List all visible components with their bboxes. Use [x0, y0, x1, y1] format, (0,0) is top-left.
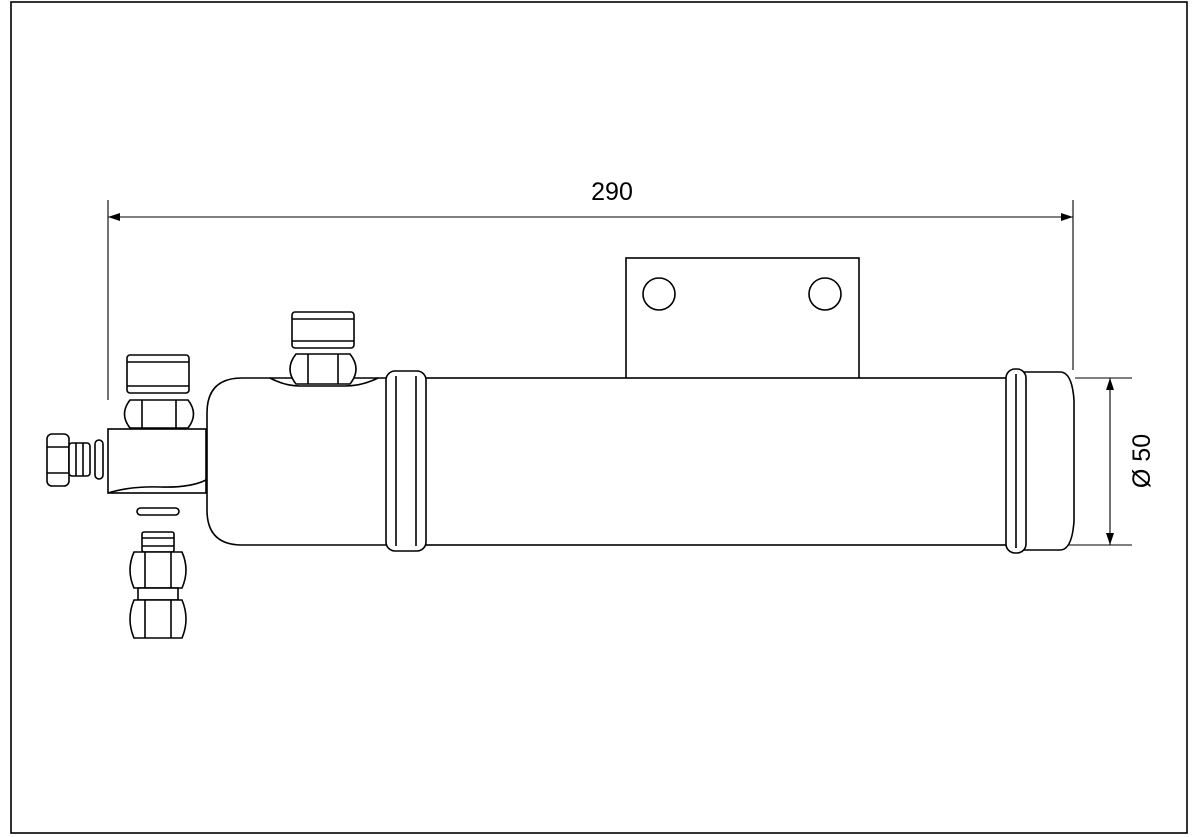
o-ring-bottom: [136, 507, 180, 516]
top-fitting: [289, 311, 357, 385]
upper-fitting: [123, 354, 195, 429]
drawing-frame: [10, 1, 1188, 834]
length-dimension: 290: [107, 178, 1074, 400]
bottom-adapter-fitting: [129, 531, 187, 639]
side-inlet-block: [107, 428, 207, 494]
receiver-drier-body: [206, 368, 1075, 554]
length-label: 290: [591, 178, 633, 206]
body-left-dome: [206, 377, 396, 546]
bracket-hole-right: [808, 277, 842, 311]
o-ring-side: [94, 439, 104, 480]
body-right-cap: [1012, 371, 1075, 551]
diameter-dimension: Ø 50: [1068, 377, 1156, 546]
bracket-hole-left: [642, 277, 676, 311]
left-plug: [46, 433, 104, 487]
diameter-label: Ø 50: [1128, 434, 1156, 488]
body-band-left: [385, 370, 427, 552]
body-cylinder: [394, 377, 1014, 546]
